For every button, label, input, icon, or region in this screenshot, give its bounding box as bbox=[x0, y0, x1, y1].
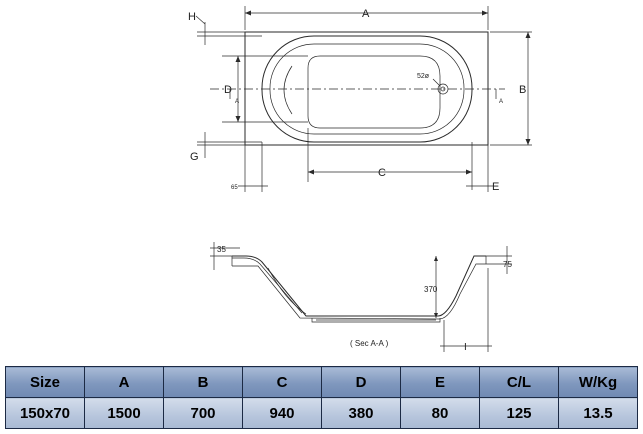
dim-A-label: A bbox=[362, 8, 370, 20]
dim-75-label: 75 bbox=[503, 260, 512, 269]
spec-header-row: Size A B C D E C/L W/Kg bbox=[5, 366, 638, 398]
header-C: C bbox=[242, 366, 322, 398]
spec-table: Size A B C D E C/L W/Kg 150x70 1500 700 … bbox=[5, 366, 638, 429]
header-E: E bbox=[400, 366, 480, 398]
section-caption: ( Sec A-A ) bbox=[350, 339, 389, 348]
drain-label: 52ø bbox=[417, 73, 430, 80]
cell-size: 150x70 bbox=[5, 397, 85, 429]
header-D: D bbox=[321, 366, 401, 398]
plan-view: 52ø A B A A D H G bbox=[188, 6, 532, 193]
section-mark-left: A bbox=[235, 99, 239, 105]
technical-drawing: 52ø A B A A D H G bbox=[188, 6, 532, 353]
dim-B-label: B bbox=[519, 84, 526, 96]
bathtub-outline bbox=[244, 31, 489, 146]
dim-35-label: 35 bbox=[217, 245, 226, 254]
cell-D: 380 bbox=[321, 397, 401, 429]
spec-table-body: Size A B C D E C/L W/Kg 150x70 1500 700 … bbox=[5, 366, 638, 429]
spec-row: 150x70 1500 700 940 380 80 125 13.5 bbox=[5, 397, 638, 429]
header-B: B bbox=[163, 366, 243, 398]
dim-E-label: E bbox=[492, 181, 499, 193]
cell-weight: 13.5 bbox=[558, 397, 638, 429]
header-size: Size bbox=[5, 366, 85, 398]
dim-H-label: H bbox=[188, 11, 196, 23]
dim-C-label: C bbox=[378, 167, 386, 179]
header-weight: W/Kg bbox=[558, 366, 638, 398]
dim-370-label: 370 bbox=[424, 285, 438, 294]
cell-B: 700 bbox=[163, 397, 243, 429]
dim-G-label: G bbox=[190, 151, 199, 163]
cell-CL: 125 bbox=[479, 397, 559, 429]
drain-symbol bbox=[432, 78, 449, 95]
header-A: A bbox=[84, 366, 164, 398]
cell-C: 940 bbox=[242, 397, 322, 429]
bathtub-section-profile bbox=[232, 255, 486, 317]
section-mark-right: A bbox=[499, 99, 503, 105]
cell-E: 80 bbox=[400, 397, 480, 429]
offset-65-label: 65 bbox=[231, 185, 238, 191]
section-view: 35 75 370 I ( Sec A-A ) bbox=[210, 242, 512, 353]
dim-D-label: D bbox=[224, 84, 232, 96]
dim-I-label: I bbox=[464, 342, 467, 353]
cell-A: 1500 bbox=[84, 397, 164, 429]
header-CL: C/L bbox=[479, 366, 559, 398]
